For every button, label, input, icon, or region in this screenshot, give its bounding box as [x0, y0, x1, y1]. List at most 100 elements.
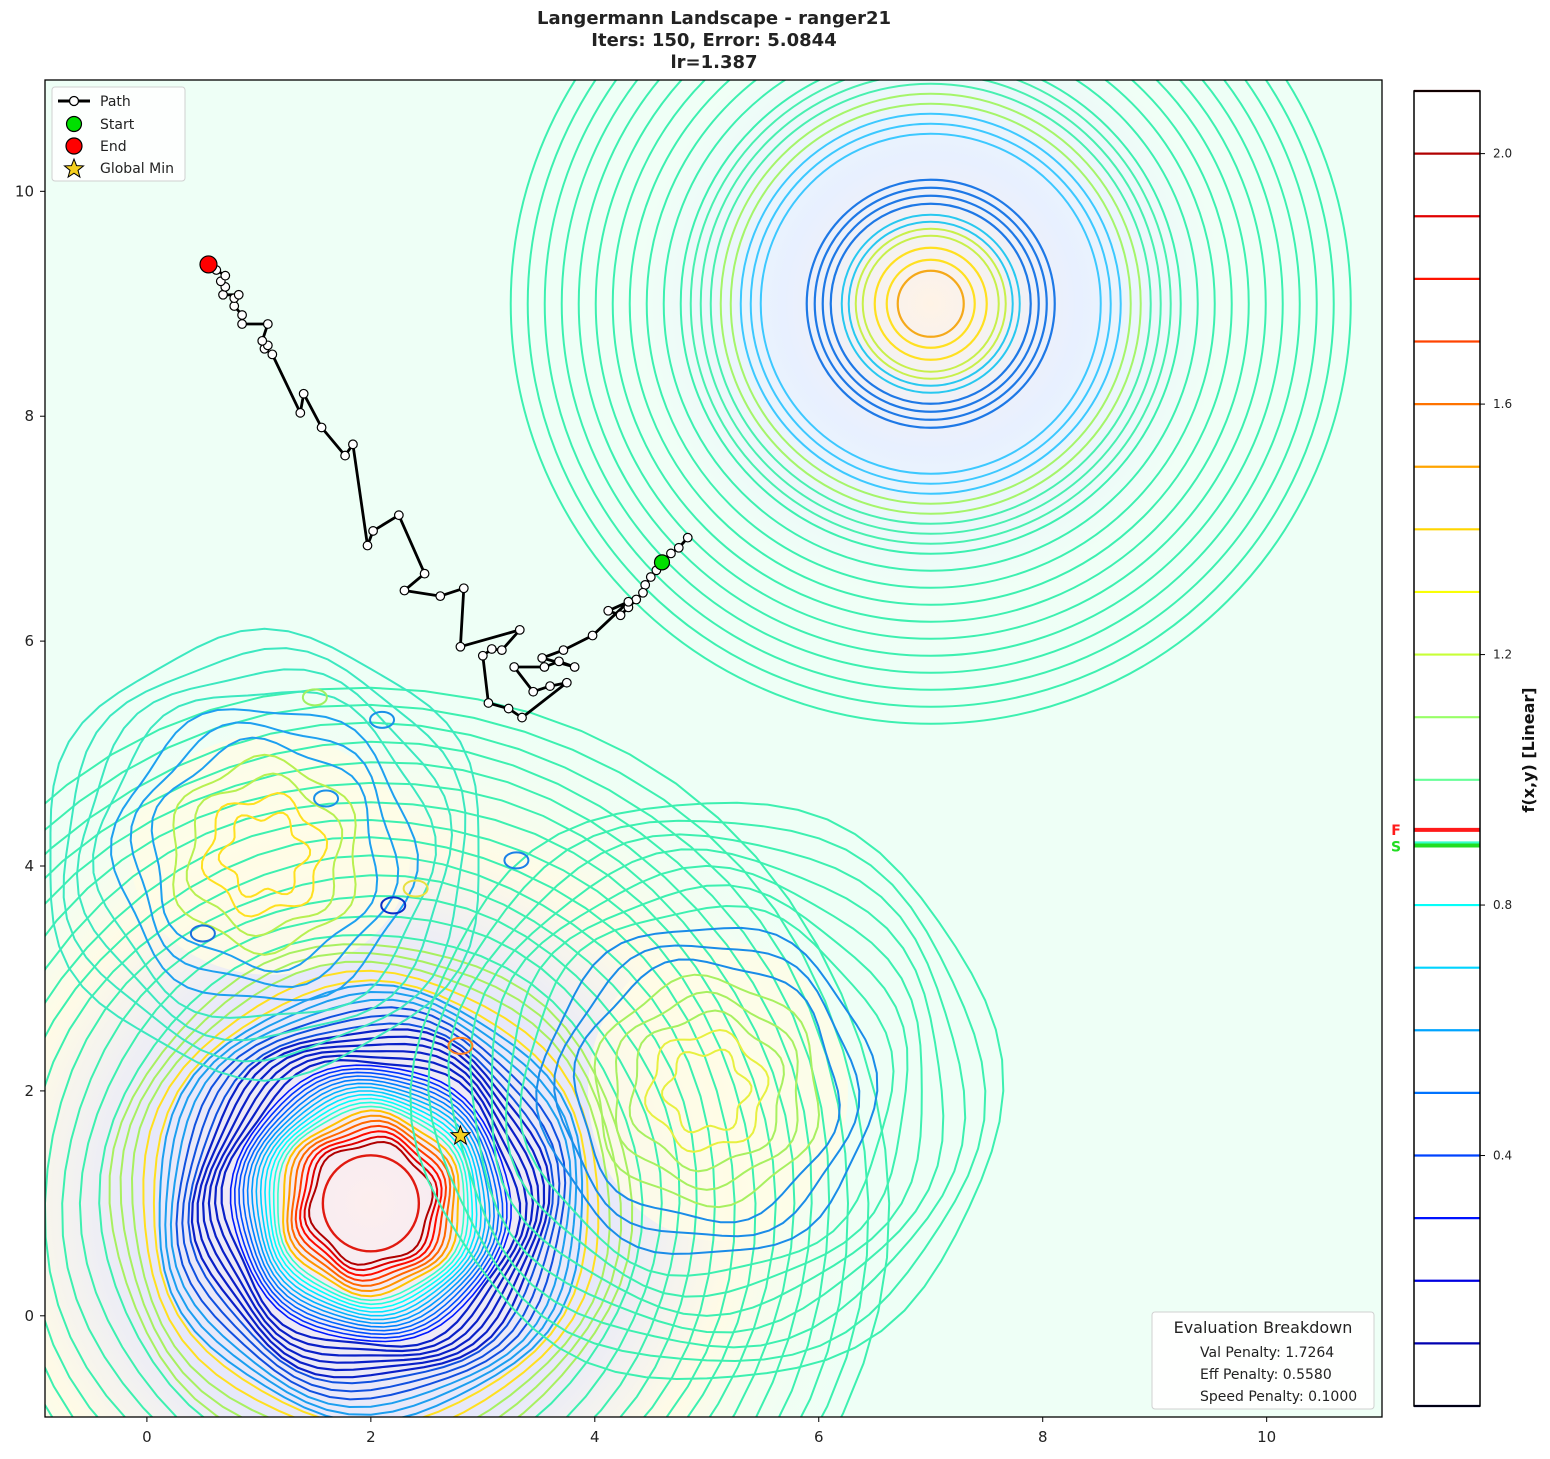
path-point: [257, 335, 268, 346]
path-point: [623, 596, 634, 607]
colorbar-tick-label: 1.2: [1493, 648, 1512, 662]
path-marker-icon: [68, 95, 80, 107]
colorbar: F S 0.4 0.8 1.2 1.6 2.0 f(x,y) [Linear]: [1391, 89, 1538, 1408]
path-point: [233, 289, 244, 300]
path-point: [237, 310, 247, 320]
path-point: [603, 605, 614, 616]
legend-box: [51, 86, 186, 182]
path-point: [587, 630, 598, 641]
colorbar-tick-label: 2.0: [1493, 147, 1512, 161]
path-point: [483, 698, 494, 708]
x-tick-label: 6: [814, 1428, 824, 1446]
path-point: [435, 591, 446, 602]
x-tick-label: 4: [590, 1428, 600, 1446]
path-point: [419, 568, 430, 579]
y-tick-label: 0: [24, 1307, 34, 1325]
path-point: [666, 548, 676, 559]
val-penalty: Val Penalty: 1.7264: [1200, 1345, 1334, 1361]
path-point: [295, 407, 306, 418]
title-line-1: Langermann Landscape - ranger21: [537, 8, 891, 29]
end-point-icon: [199, 255, 218, 274]
start-marker-label: S: [1391, 840, 1401, 856]
legend-item-start: Start: [65, 115, 135, 133]
path-point: [496, 645, 507, 656]
path-point: [539, 662, 550, 672]
path-point: [615, 610, 626, 621]
path-point: [569, 662, 580, 672]
plot-frame: [44, 79, 1383, 1418]
legend-label-start: Start: [100, 117, 135, 133]
legend-item-path: Path: [58, 94, 131, 110]
y-tick-label: 2: [24, 1082, 34, 1100]
end-marker-icon: [65, 137, 83, 155]
path-point: [477, 650, 488, 661]
colorbar-tick-label: 1.6: [1493, 397, 1512, 411]
y-tick-label: 8: [24, 407, 34, 425]
path-point: [517, 712, 527, 723]
path-point: [458, 583, 469, 594]
star-icon: [63, 157, 85, 179]
path-point: [267, 349, 278, 360]
path-point: [455, 641, 466, 652]
path-point: [362, 540, 373, 551]
path-point: [348, 439, 358, 450]
title-line-3: lr=1.387: [670, 52, 758, 73]
legend-item-end: End: [65, 137, 127, 155]
evaluation-box: [1151, 1311, 1375, 1410]
path-point: [640, 579, 651, 590]
path-point: [558, 645, 569, 656]
path-point: [298, 388, 309, 399]
path-point: [237, 319, 247, 329]
colorbar-label: f(x,y) [Linear]: [1519, 687, 1538, 812]
start-marker-icon: [65, 115, 83, 133]
plot-area: [44, 79, 1383, 1418]
path-point: [262, 319, 273, 329]
final-marker-label: F: [1391, 823, 1401, 839]
path-point: [399, 585, 410, 596]
start-point-icon: [653, 554, 671, 571]
colorbar-ticks: 0.4 0.8 1.2 1.6 2.0: [1480, 147, 1512, 1163]
legend-item-global-min: Global Min: [63, 157, 174, 179]
y-tick-label: 4: [24, 857, 34, 875]
x-tick-label: 2: [366, 1428, 376, 1446]
path-point: [537, 653, 548, 663]
colorbar-tick-label: 0.8: [1493, 898, 1512, 912]
path-point: [554, 656, 564, 667]
title-line-2: Iters: 150, Error: 5.0844: [591, 30, 837, 51]
colorbar-body: [1414, 91, 1480, 1406]
path-point: [645, 572, 656, 582]
x-tick-label: 8: [1038, 1428, 1048, 1446]
y-tick-label: 10: [15, 182, 34, 200]
colorbar-frame: [1413, 90, 1481, 1407]
path-point: [368, 526, 378, 536]
path-point: [509, 662, 520, 672]
evaluation-breakdown: Evaluation Breakdown Val Penalty: 1.7264…: [1151, 1311, 1375, 1410]
path-point: [561, 677, 572, 688]
path-point: [393, 510, 404, 521]
path-point: [486, 644, 497, 654]
colorbar-levels: [1414, 89, 1480, 1408]
path-point: [220, 270, 231, 281]
legend-label-end: End: [100, 139, 127, 155]
legend-label-global-min: Global Min: [100, 161, 174, 177]
speed-penalty: Speed Penalty: 0.1000: [1200, 1389, 1357, 1405]
path-point: [514, 624, 525, 635]
path-point: [682, 532, 693, 543]
colorbar-markers: F S: [1391, 823, 1480, 856]
legend: Path Start End Global Min: [51, 86, 186, 182]
x-tick-label: 10: [1257, 1428, 1276, 1446]
evaluation-title: Evaluation Breakdown: [1174, 1318, 1353, 1337]
path-point: [528, 686, 539, 697]
path-point: [545, 681, 555, 691]
global-min-star-icon: [449, 1124, 472, 1146]
colorbar-tick-label: 0.4: [1493, 1149, 1512, 1163]
y-axis: 0 2 4 6 8 10: [15, 182, 45, 1325]
path-point: [218, 289, 228, 300]
optimizer-path: [199, 255, 693, 1146]
path-point: [503, 703, 514, 714]
path-point: [638, 587, 648, 598]
y-tick-label: 6: [24, 632, 34, 650]
path-point: [316, 422, 327, 433]
